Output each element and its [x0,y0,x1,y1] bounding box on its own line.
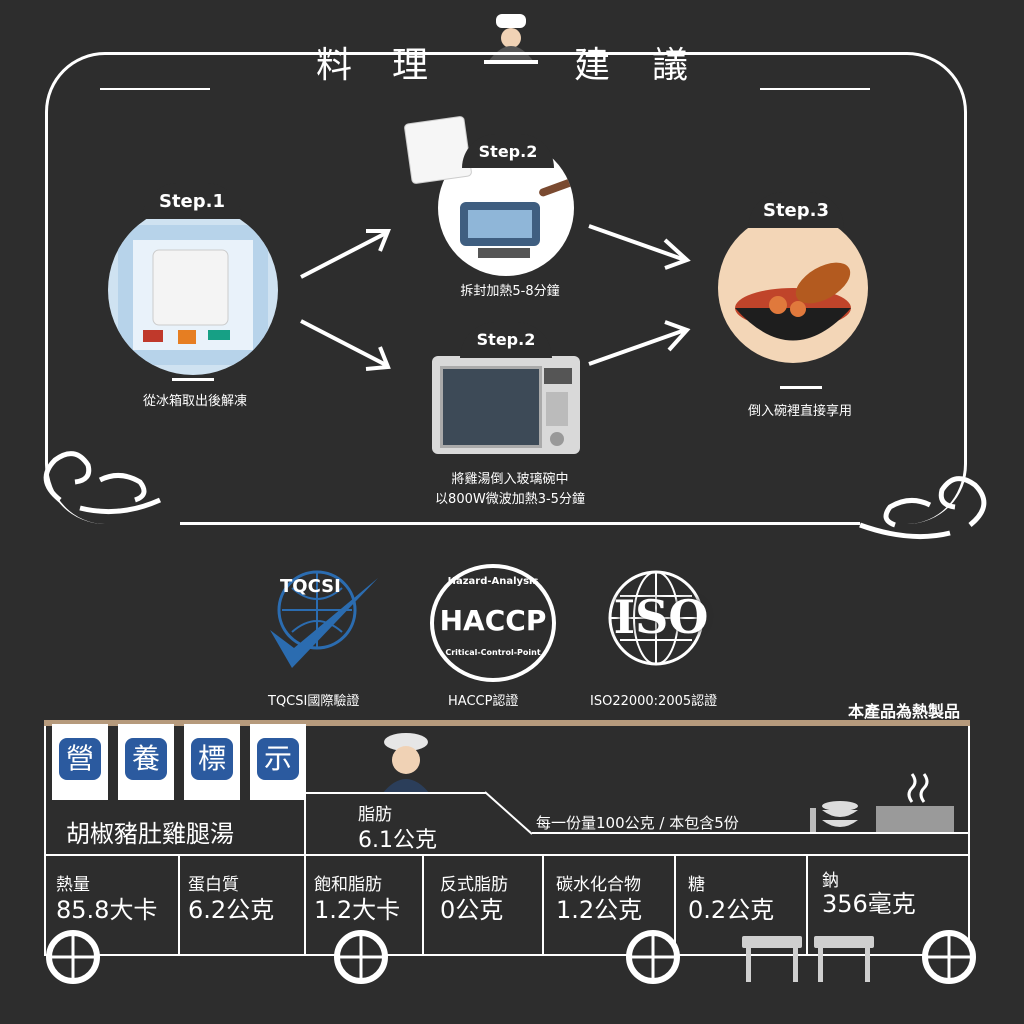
step1-caption: 從冰箱取出後解凍 [142,394,247,409]
haccp-logo: Hazard-Analysis HACCP Critical-Control-P… [430,564,556,682]
tqcsi-text: TQCSI [280,576,341,597]
step1-dash [172,378,214,381]
section-title: 料 理 建 議 [0,14,1024,90]
haccp-ring-bottom: Critical-Control-Point [445,648,541,657]
stool-icon [814,936,874,982]
serving-text: 每一份量100公克 / 本包含5份 [536,814,739,832]
wheel-icon [626,930,680,984]
cloud-left-icon [43,451,162,515]
fat-slope-line [484,791,533,835]
col-divider-6 [806,856,808,956]
step3-caption: 倒入碗裡直接享用 [747,404,852,419]
sodium-value: 356毫克 [822,890,916,918]
title-char-3: 建 [574,45,613,86]
wheel-icon [334,930,388,984]
title-line-left [100,88,210,90]
serving-line [532,832,968,834]
nutrition-panel [44,726,970,956]
col-divider-2 [304,856,306,956]
bowls-icon [810,801,858,832]
flag-2: 養 [118,724,174,800]
fat-left-line [304,792,306,854]
flag-1: 營 [52,724,108,800]
col-divider-5 [674,856,676,956]
title-char-1: 料 [316,45,355,86]
cloud-right-icon [859,476,987,540]
iso-label: ISO22000:2005認證 [590,694,718,709]
flag-3-text: 標 [191,738,233,780]
nutrition-top-bar [44,720,970,726]
protein-value: 6.2公克 [188,896,275,924]
sugar-label: 糖 [688,875,705,895]
step2b-caption-2: 以800W微波加熱3-5分鐘 [435,492,585,507]
flag-4-text: 示 [257,738,299,780]
fat-value: 6.1公克 [358,828,437,853]
product-name: 胡椒豬肚雞腿湯 [66,820,234,848]
protein-label: 蛋白質 [188,875,239,895]
arrow-right-down-icon [588,224,691,270]
chef-avatar-icon [382,733,430,794]
soup-bowl-icon [735,262,851,341]
carbs-value: 1.2公克 [556,896,643,924]
step3-image [718,213,868,363]
flag-4: 示 [250,724,306,800]
fat-top-line [304,792,486,794]
step2b-badge: Step.2 [460,322,552,358]
wheel-icon [46,930,100,984]
step1-badge: Step.1 [142,183,242,219]
flag-2-text: 養 [125,738,167,780]
stool-icon [742,936,802,982]
haccp-label: HACCP認證 [448,694,519,709]
step2a-badge: Step.2 [462,134,554,168]
tqcsi-label: TQCSI國際驗證 [268,694,360,709]
sat-fat-value: 1.2大卡 [314,896,401,924]
pouch-icon [404,116,472,184]
flag-1-text: 營 [59,738,101,780]
stove-icon [876,806,954,832]
calories-value: 85.8大卡 [56,896,158,924]
iso-logo: ISO [596,568,726,668]
calories-label: 熱量 [56,875,90,895]
row-divider [46,854,970,856]
title-char-4: 議 [652,45,691,86]
sugar-value: 0.2公克 [688,896,775,924]
arrow-down-right-icon [300,319,391,371]
steps-frame-bottom [180,522,860,525]
step2a-caption: 拆封加熱5-8分鐘 [460,284,560,299]
fat-label: 脂肪 [358,805,392,825]
haccp-text: HACCP [439,604,547,637]
trans-fat-label: 反式脂肪 [440,875,508,895]
arrow-right-up-icon [588,320,691,366]
iso-text: ISO [613,590,709,644]
cooked-note: 本產品為熱製品 [847,702,960,721]
tqcsi-logo: TQCSI [262,568,382,678]
title-line-right [760,88,870,90]
step2b-caption-1: 將雞湯倒入玻璃碗中 [451,472,569,487]
fridge-icon [118,225,268,365]
col-divider-3 [422,856,424,956]
trans-fat-value: 0公克 [440,896,504,924]
step1-image [108,205,278,375]
title-char-2: 理 [392,45,431,86]
col-divider-4 [542,856,544,956]
steps-frame [45,52,967,524]
microwave-icon [432,356,580,454]
sodium-label: 鈉 [822,871,839,891]
globe-icon [608,570,704,666]
wheel-icon [922,930,976,984]
sat-fat-label: 飽和脂肪 [314,875,382,895]
carbs-label: 碳水化合物 [556,875,641,895]
steam-icon [907,773,929,803]
arrow-up-right-icon [300,229,391,279]
col-divider-1 [178,856,180,956]
step3-dash [780,386,822,389]
flag-3: 標 [184,724,240,800]
step3-badge: Step.3 [748,192,844,228]
pot-icon [460,177,574,258]
haccp-ring-top: Hazard-Analysis [447,576,539,587]
